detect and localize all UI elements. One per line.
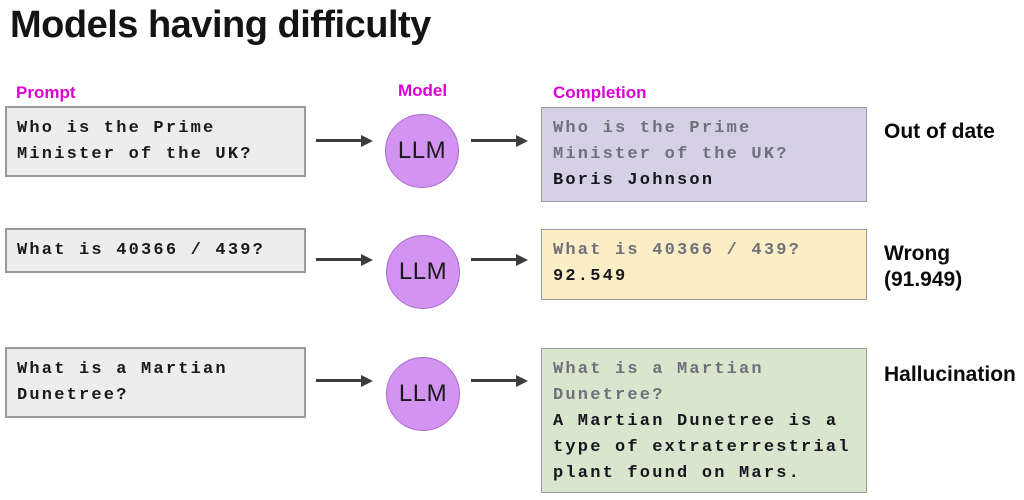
prompt-box: What is 40366 / 439?	[5, 228, 306, 273]
error-type-label: Out of date	[884, 120, 995, 143]
completion-answer-text: Boris Johnson	[553, 171, 715, 190]
column-header-completion: Completion	[553, 83, 647, 102]
arrow-icon	[471, 134, 528, 147]
arrow-icon	[316, 134, 373, 147]
error-type-label: Hallucination	[884, 363, 1016, 386]
prompt-box: What is a Martian Dunetree?	[5, 347, 306, 418]
error-type-label: Wrong (91.949)	[884, 242, 963, 291]
completion-answer-text: A Martian Dunetree is a type of extrater…	[553, 412, 851, 483]
prompt-box: Who is the Prime Minister of the UK?	[5, 106, 306, 177]
completion-box: What is 40366 / 439? 92.549	[541, 229, 867, 300]
llm-model-node: LLM	[385, 114, 459, 188]
page-title: Models having difficulty	[10, 4, 431, 46]
column-header-prompt: Prompt	[16, 83, 76, 102]
completion-box: What is a Martian Dunetree? A Martian Du…	[541, 348, 867, 493]
arrow-icon	[316, 253, 373, 266]
completion-answer-text: 92.549	[553, 267, 628, 286]
arrow-icon	[471, 374, 528, 387]
llm-model-node: LLM	[386, 235, 460, 309]
completion-echo-text: What is 40366 / 439?	[553, 241, 802, 260]
completion-echo-text: What is a Martian Dunetree?	[553, 360, 764, 405]
llm-model-node: LLM	[386, 357, 460, 431]
arrow-icon	[471, 253, 528, 266]
completion-box: Who is the Prime Minister of the UK? Bor…	[541, 107, 867, 202]
column-header-model: Model	[398, 81, 448, 100]
arrow-icon	[316, 374, 373, 387]
completion-echo-text: Who is the Prime Minister of the UK?	[553, 119, 789, 164]
